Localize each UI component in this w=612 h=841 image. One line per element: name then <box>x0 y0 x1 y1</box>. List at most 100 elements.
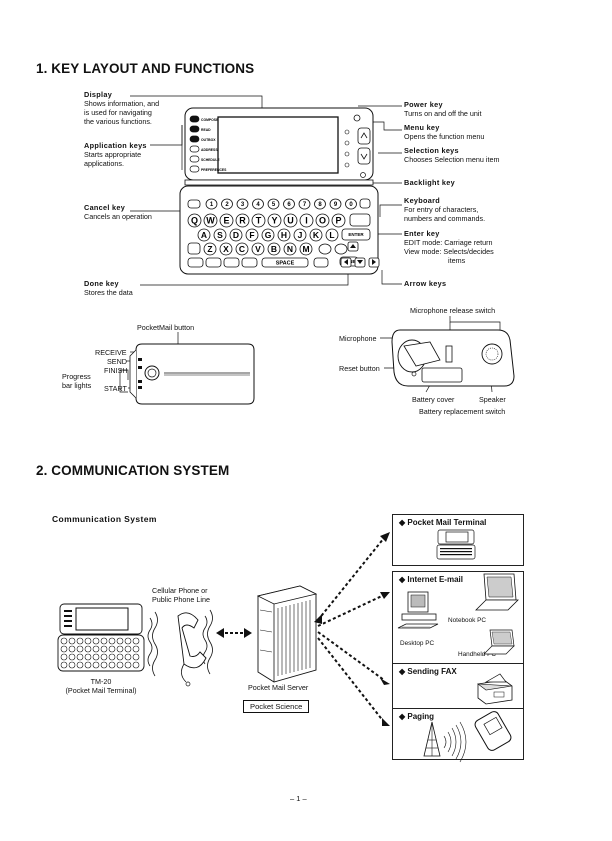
key-enter[interactable]: ENTER <box>341 228 371 241</box>
key-6[interactable]: 6 <box>283 198 295 210</box>
label-cancel-key: Cancel key Cancels an operation <box>84 203 152 221</box>
label-display: Display Shows information, and is used f… <box>84 90 160 126</box>
svg-text:7: 7 <box>303 202 307 208</box>
key-l[interactable]: L <box>325 228 339 242</box>
key-k[interactable]: K <box>309 228 323 242</box>
svg-text:F: F <box>249 230 254 240</box>
key-u[interactable]: U <box>283 213 298 228</box>
svg-text:Q: Q <box>191 216 198 226</box>
label-speaker: Speaker <box>479 395 506 404</box>
svg-text:8: 8 <box>318 202 322 208</box>
key-8[interactable]: 8 <box>314 198 326 210</box>
rear-view-diagram <box>380 316 515 393</box>
key-b[interactable]: B <box>267 242 281 256</box>
key-i[interactable]: I <box>299 213 314 228</box>
label-progress-bar-lights: Progress bar lights <box>62 372 92 390</box>
scroll-up-key <box>357 127 371 145</box>
key-n[interactable]: N <box>283 242 297 256</box>
desktop-pc-icon <box>397 591 439 629</box>
key-d[interactable]: D <box>229 228 243 242</box>
svg-text:Y: Y <box>271 216 277 226</box>
key-v[interactable]: V <box>251 242 265 256</box>
key-g[interactable]: G <box>261 228 275 242</box>
key-space[interactable]: SPACE <box>261 257 309 268</box>
label-mic-release-switch: Microphone release switch <box>410 306 496 315</box>
svg-text:P: P <box>335 216 341 226</box>
app-key-compose[interactable]: COMPOSE <box>189 115 219 123</box>
key-7[interactable]: 7 <box>298 198 311 210</box>
svg-text:J: J <box>298 230 303 240</box>
leader-keyboard <box>379 204 402 217</box>
key-5[interactable]: 5 <box>267 198 280 210</box>
svg-text:1: 1 <box>210 202 214 208</box>
arrow-down-key[interactable] <box>354 257 366 268</box>
key-9[interactable]: 9 <box>329 198 342 210</box>
key-j[interactable]: J <box>293 228 307 242</box>
device-diagram: COMPOSEREADOUTBOXADDRESSSCHEDULEPREFEREN… <box>130 95 402 286</box>
svg-text:S: S <box>217 230 223 240</box>
svg-text:T: T <box>256 216 262 226</box>
box-title: Pocket Mail Terminal <box>407 518 487 527</box>
leader-cancel <box>130 210 183 213</box>
key-1[interactable]: 1 <box>205 198 218 210</box>
scroll-down-key <box>357 147 371 165</box>
key-f[interactable]: F <box>245 228 259 242</box>
key-s[interactable]: S <box>213 228 227 242</box>
pager-icon <box>474 711 512 751</box>
key-o[interactable]: O <box>315 213 330 228</box>
svg-text:H: H <box>281 230 287 240</box>
key-2[interactable]: 2 <box>221 198 233 210</box>
application-keys: COMPOSE READ OUTBOX ADDRESS SCHEDULE PREFEREN… <box>189 115 227 173</box>
phone-handset-icon <box>177 612 207 687</box>
svg-text:D: D <box>233 230 239 240</box>
radio-tower-icon <box>423 721 441 757</box>
svg-text:OUTBOX: OUTBOX <box>201 138 216 142</box>
fax-machine-icon <box>477 673 513 705</box>
key-4[interactable]: 4 <box>252 198 264 210</box>
arrow-right-key[interactable] <box>368 257 380 268</box>
key-y[interactable]: Y <box>267 213 282 228</box>
app-key-preferences[interactable]: PREFERENCES <box>189 165 227 173</box>
key-w[interactable]: W <box>203 213 218 228</box>
key-q[interactable]: Q <box>187 213 202 228</box>
server-label: Pocket Mail Server <box>248 683 309 692</box>
pocket-science-box: Pocket Science <box>243 700 310 713</box>
key-c[interactable]: C <box>235 242 249 256</box>
label-keyboard: Keyboard For entry of characters, number… <box>404 196 486 223</box>
box-title: Internet E-mail <box>407 575 463 584</box>
svg-text:L: L <box>329 230 334 240</box>
communication-subtitle: Communication System <box>52 514 157 524</box>
box-paging: ◆ Paging <box>392 708 524 760</box>
key-0[interactable]: 0 <box>345 198 357 210</box>
cancel-key[interactable] <box>187 199 201 209</box>
svg-text:COMPOSE: COMPOSE <box>201 118 219 122</box>
svg-text:E: E <box>223 216 229 226</box>
app-key-read[interactable]: READ <box>189 125 211 133</box>
key-3[interactable]: 3 <box>236 198 249 210</box>
svg-text:K: K <box>313 230 320 240</box>
svg-text:2: 2 <box>225 202 229 208</box>
backspace-key[interactable] <box>349 213 371 227</box>
key-e[interactable]: E <box>219 213 234 228</box>
key-r[interactable]: R <box>235 213 250 228</box>
key-a[interactable]: A <box>197 228 211 242</box>
key-h[interactable]: H <box>277 228 291 242</box>
terminal-label: TM-20 (Pocket Mail Terminal) <box>65 677 137 695</box>
svg-text:6: 6 <box>287 202 291 208</box>
svg-text:U: U <box>287 216 294 226</box>
key-m[interactable]: M <box>299 242 313 256</box>
leader-app-keys <box>150 125 183 146</box>
label-battery-cover: Battery cover <box>412 395 455 404</box>
app-key-schedule[interactable]: SCHEDULE <box>189 155 220 163</box>
label-handheld-pc: Handheld PC <box>458 651 497 658</box>
arrow-left-key[interactable] <box>340 257 352 268</box>
key-t[interactable]: T <box>251 213 266 228</box>
arrow-up-key[interactable] <box>347 241 359 252</box>
app-key-outbox[interactable]: OUTBOX <box>189 135 216 143</box>
svg-text:4: 4 <box>256 202 260 208</box>
key-p[interactable]: P <box>331 213 346 228</box>
key-z[interactable]: Z <box>203 242 217 256</box>
section2-heading: 2. COMMUNICATION SYSTEM <box>36 463 230 478</box>
key-x[interactable]: X <box>219 242 233 256</box>
app-key-address[interactable]: ADDRESS <box>189 145 218 153</box>
